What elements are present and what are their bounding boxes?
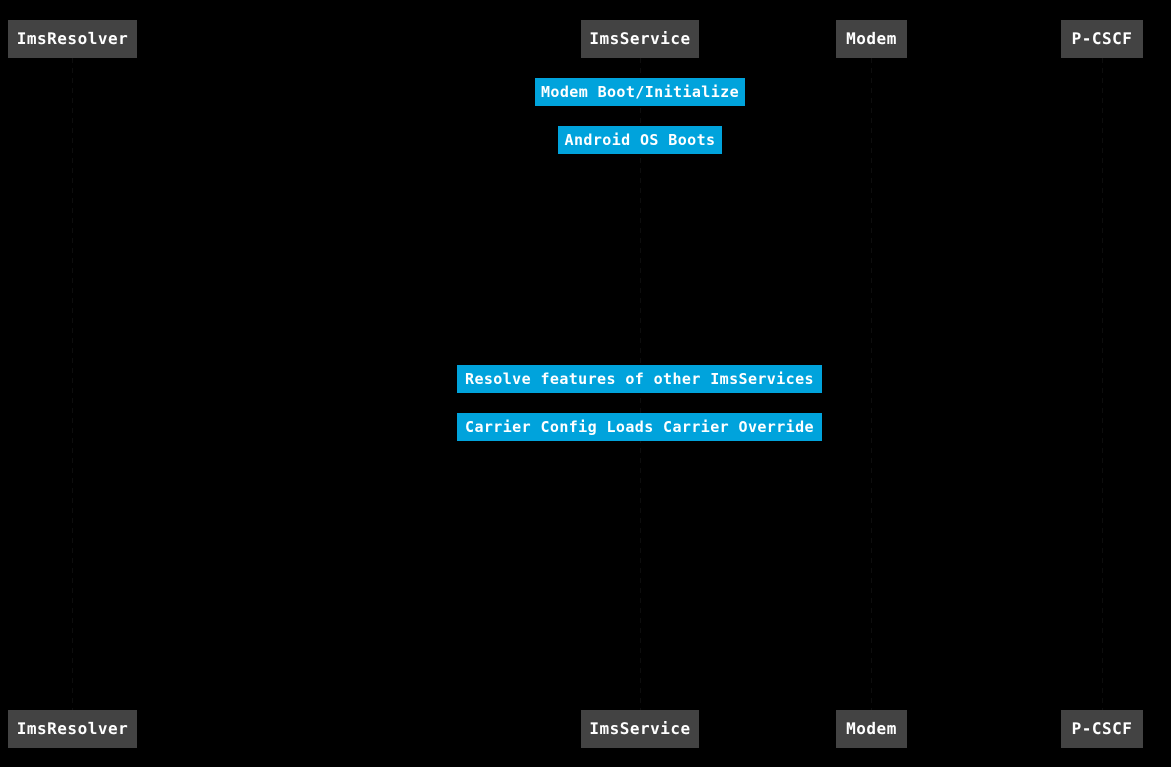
note-modem-boot-initialize[interactable]: Modem Boot/Initialize xyxy=(535,78,745,106)
lifeline-ims-resolver xyxy=(72,58,73,710)
participant-bottom-p-cscf[interactable]: P-CSCF xyxy=(1061,710,1143,748)
participant-top-modem[interactable]: Modem xyxy=(836,20,907,58)
lifeline-p-cscf xyxy=(1102,58,1103,710)
participant-top-p-cscf[interactable]: P-CSCF xyxy=(1061,20,1143,58)
note-android-os-boots[interactable]: Android OS Boots xyxy=(558,126,722,154)
participant-bottom-ims-service[interactable]: ImsService xyxy=(581,710,699,748)
participant-top-ims-resolver[interactable]: ImsResolver xyxy=(8,20,137,58)
participant-bottom-modem[interactable]: Modem xyxy=(836,710,907,748)
participant-top-ims-service[interactable]: ImsService xyxy=(581,20,699,58)
note-carrier-config-loads-carrier-override[interactable]: Carrier Config Loads Carrier Override xyxy=(457,413,822,441)
participant-bottom-ims-resolver[interactable]: ImsResolver xyxy=(8,710,137,748)
note-resolve-features-of-other-ims-services[interactable]: Resolve features of other ImsServices xyxy=(457,365,822,393)
lifeline-modem xyxy=(871,58,872,710)
